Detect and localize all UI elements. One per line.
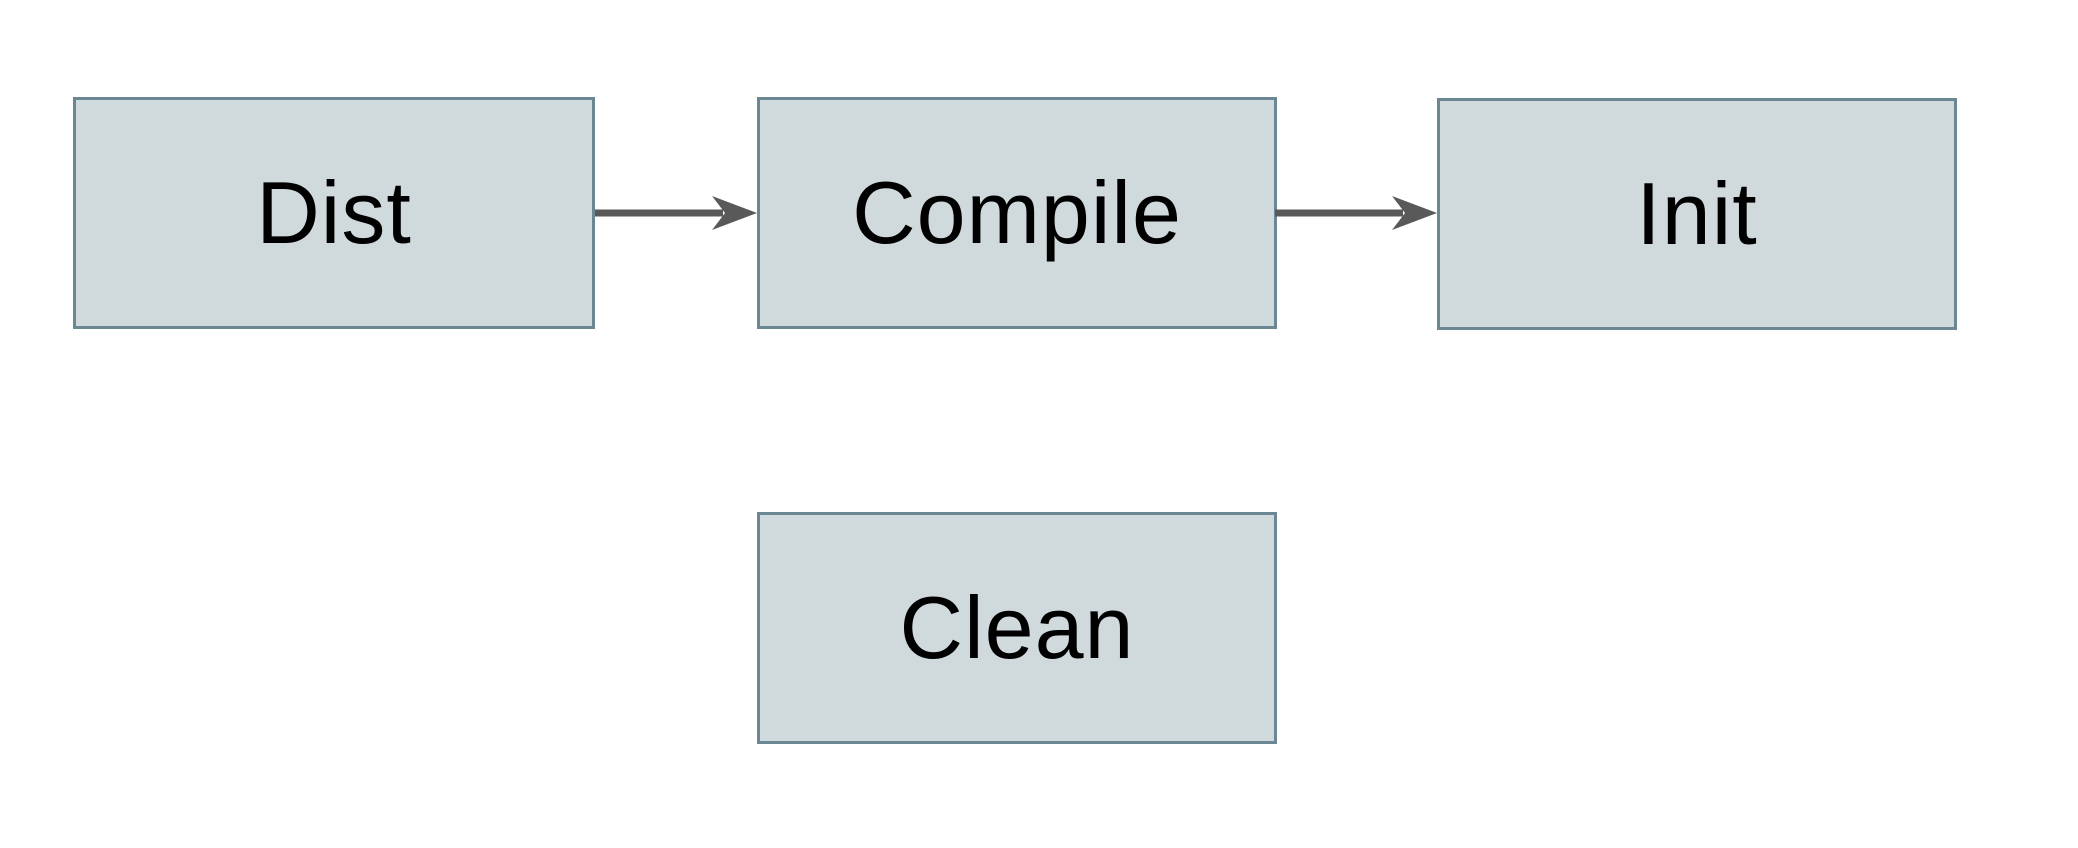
arrow-right-dist-to-compile-icon <box>595 196 757 230</box>
node-dist: Dist <box>73 97 595 329</box>
node-compile-label: Compile <box>852 163 1182 262</box>
arrow-head-icon <box>712 196 757 230</box>
node-init-label: Init <box>1636 164 1758 263</box>
node-dist-label: Dist <box>256 163 412 262</box>
node-clean: Clean <box>757 512 1277 744</box>
arrow-right-compile-to-init-icon <box>1275 196 1437 230</box>
node-clean-label: Clean <box>899 578 1135 677</box>
arrow-head-icon <box>1392 196 1437 230</box>
node-compile: Compile <box>757 97 1277 329</box>
node-init: Init <box>1437 98 1957 330</box>
